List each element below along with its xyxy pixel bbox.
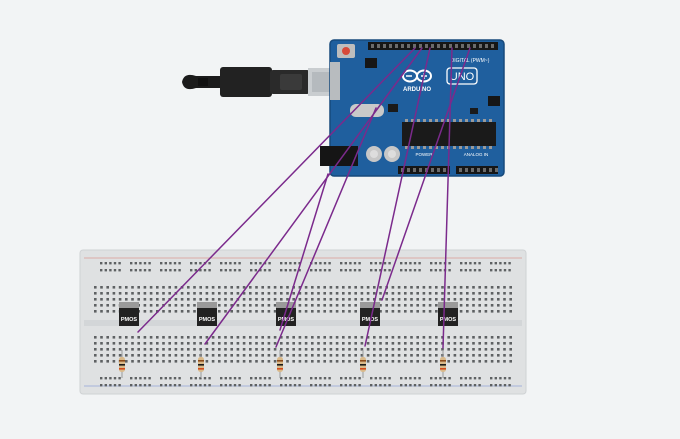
breadboard[interactable] xyxy=(79,249,527,395)
pmos-label: PMOS xyxy=(440,317,457,323)
pmos-label: PMOS xyxy=(121,317,138,323)
pmos-transistor[interactable]: PMOS xyxy=(438,302,458,326)
pmos-transistor[interactable]: PMOS xyxy=(119,302,139,326)
pmos-label: PMOS xyxy=(199,317,216,323)
reset-icon xyxy=(342,47,350,55)
crystal-oscillator xyxy=(350,104,384,117)
center-channel xyxy=(84,320,522,326)
usb-cable-icon xyxy=(182,67,336,97)
breadboard-holes xyxy=(94,262,512,387)
wire[interactable] xyxy=(279,173,329,331)
resistor-icon[interactable] xyxy=(277,350,283,378)
wire[interactable] xyxy=(381,47,471,301)
icsp-header xyxy=(365,58,377,68)
resistor-icon[interactable] xyxy=(360,350,366,378)
wires xyxy=(137,47,471,349)
pmos-label: PMOS xyxy=(278,317,295,323)
wire[interactable] xyxy=(442,47,453,349)
icsp2-header xyxy=(488,96,500,106)
wire[interactable] xyxy=(275,107,377,348)
resistor-icon[interactable] xyxy=(119,350,125,378)
analog-label: ANALOG IN xyxy=(464,152,489,157)
digital-label: DIGITAL (PWM~) xyxy=(451,58,490,64)
resistor-icon[interactable] xyxy=(198,350,204,378)
wire[interactable] xyxy=(364,47,431,347)
wire[interactable] xyxy=(204,47,423,345)
power-label: POWER xyxy=(415,152,433,157)
power-header xyxy=(398,166,450,174)
resistor-icon[interactable] xyxy=(440,350,446,378)
usb-port xyxy=(330,62,340,100)
arduino-logo-text: ARDUINO xyxy=(403,87,431,93)
arduino-model-text: UNO xyxy=(450,71,475,83)
pmos-transistor[interactable]: PMOS xyxy=(197,302,217,326)
power-jack xyxy=(320,146,358,166)
wire[interactable] xyxy=(137,47,416,333)
